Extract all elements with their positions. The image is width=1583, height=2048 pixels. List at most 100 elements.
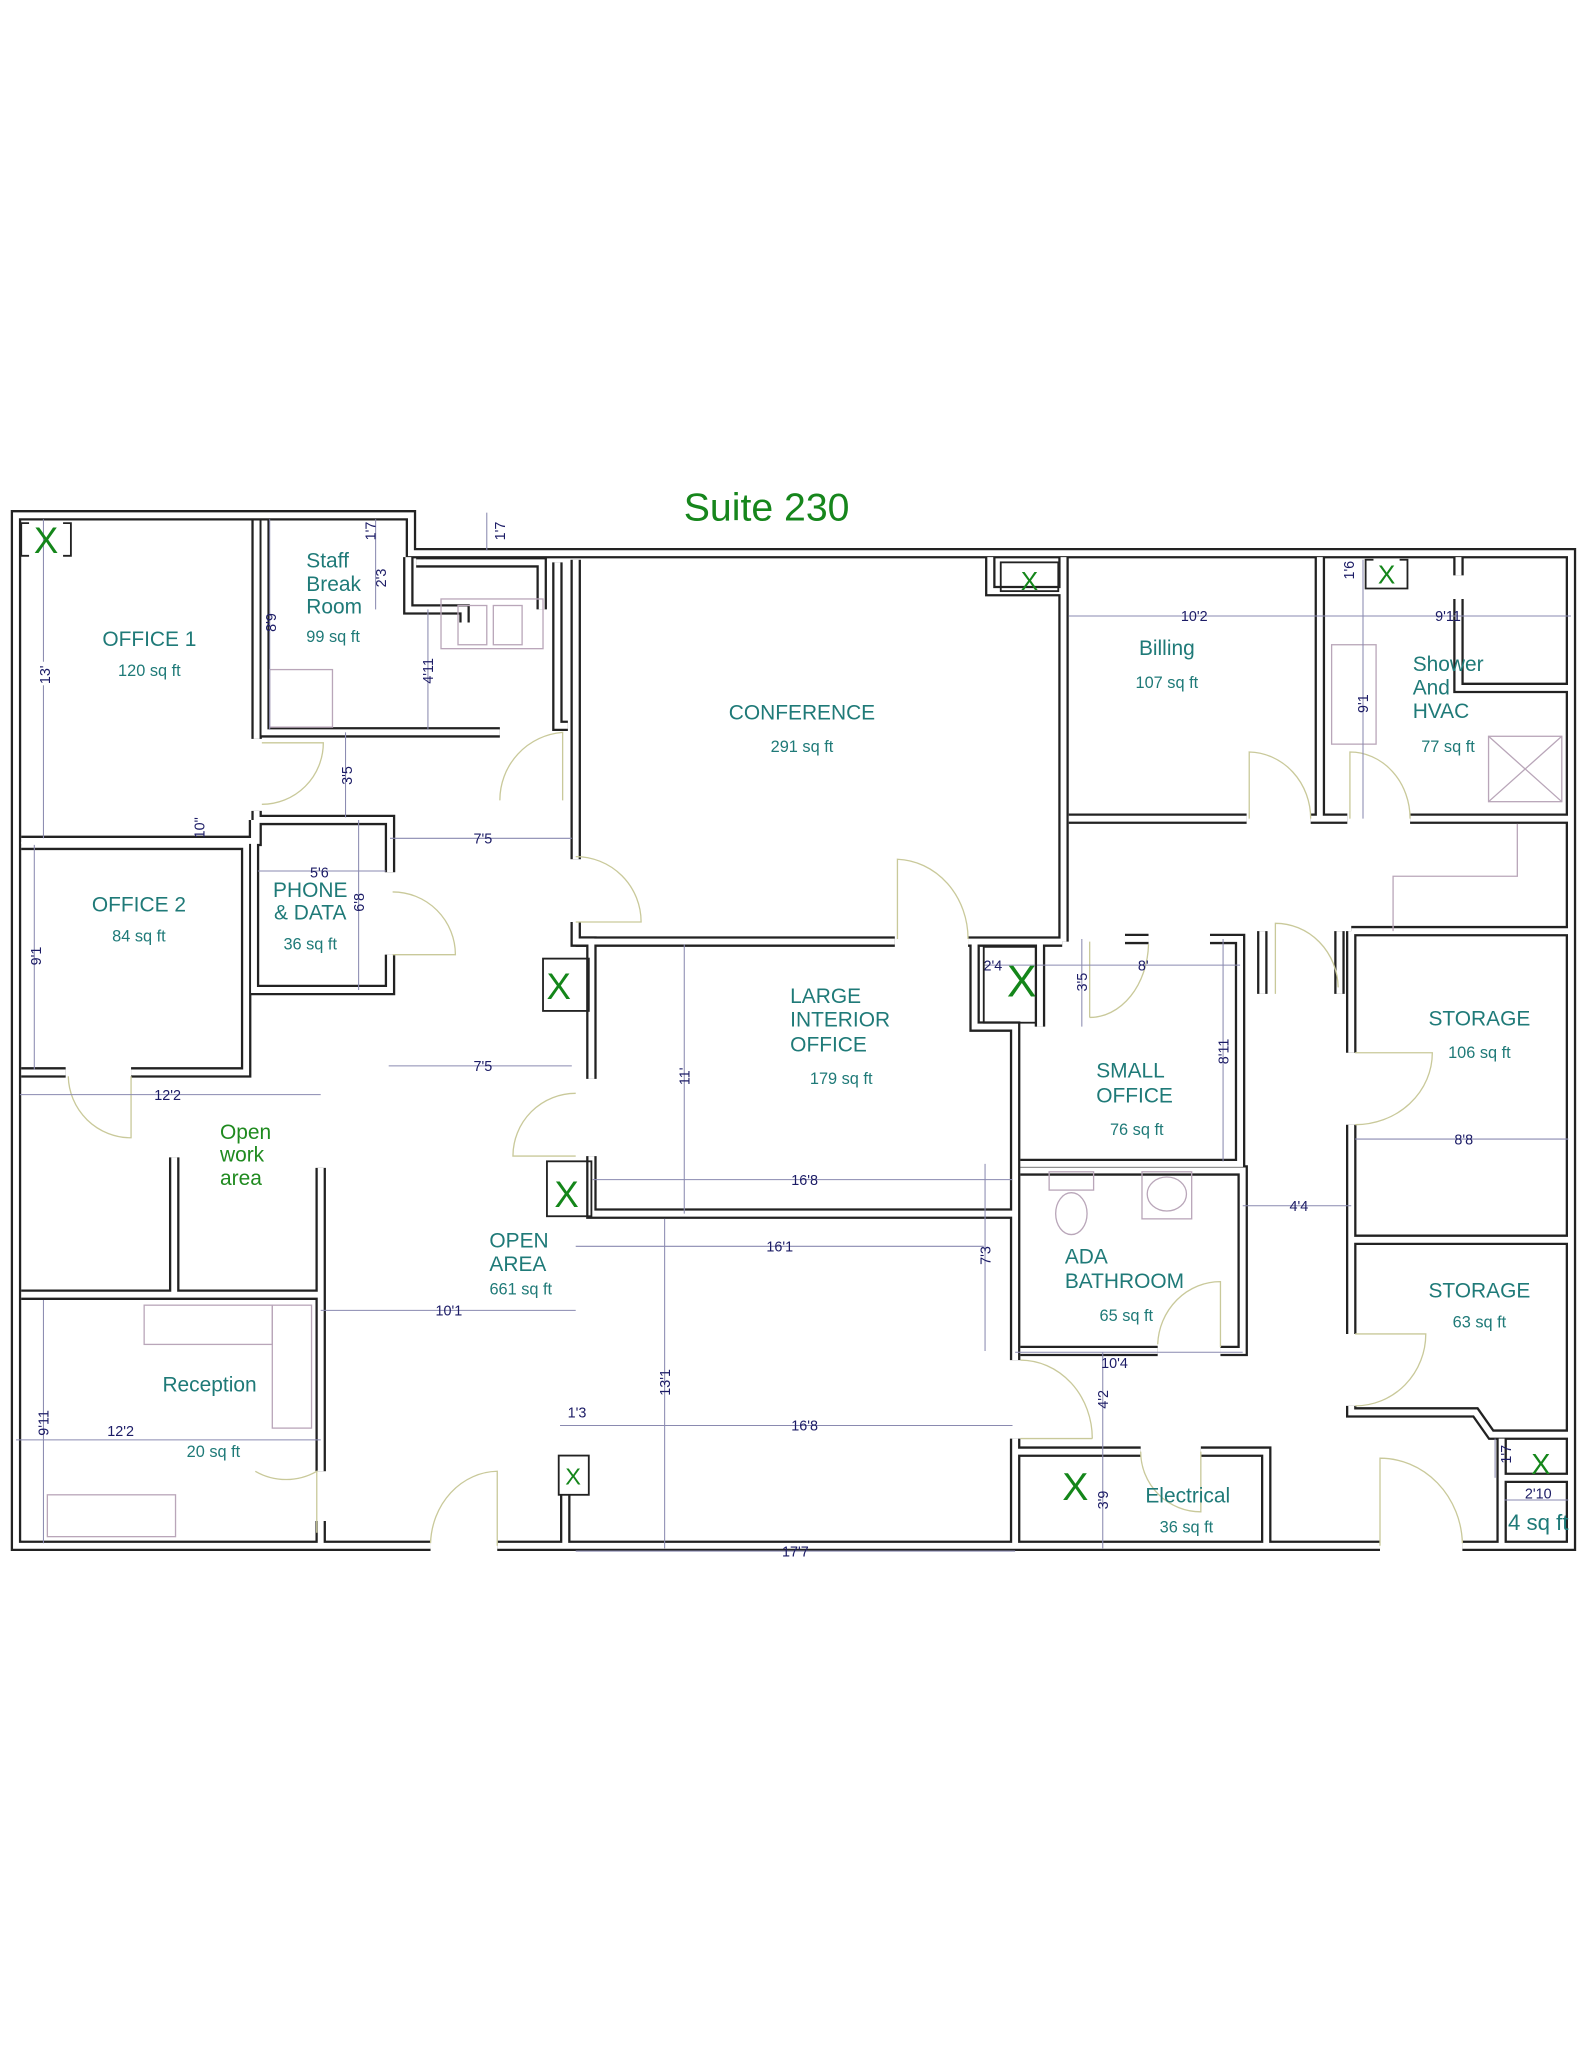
room-name: area <box>220 1167 262 1190</box>
room-name: And <box>1413 676 1450 699</box>
dimension-label: 1'6 <box>1342 561 1358 580</box>
dimension-labels: 1'7 1'7 2'3 8'9 13' 4'11 3'5 10" 7'5 5'6… <box>29 522 1552 1561</box>
dimension-label: 10" <box>192 817 208 838</box>
room-area: 4 sq ft <box>1508 1510 1569 1535</box>
room-labels: OFFICE 1 120 sq ft Staff Break Room 99 s… <box>92 550 1569 1537</box>
dimension-label: 9'11 <box>1435 609 1461 625</box>
door-swings <box>67 731 1464 1546</box>
dimension-label: 12'2 <box>107 1424 134 1440</box>
room-ada-bathroom: ADA BATHROOM 65 sq ft <box>1065 1245 1184 1325</box>
exit-marker-icon: X <box>1007 958 1037 1007</box>
room-name: OFFICE <box>1096 1084 1173 1107</box>
room-area: 179 sq ft <box>810 1070 873 1088</box>
dimension-label: 6'8 <box>352 893 368 912</box>
dimension-label: 1'7 <box>493 522 509 541</box>
room-area: 20 sq ft <box>187 1443 241 1461</box>
dimension-label: 16'8 <box>791 1173 818 1189</box>
room-name: Break <box>306 573 361 596</box>
room-name: & DATA <box>274 901 346 924</box>
room-reception: Reception 20 sq ft <box>162 1373 256 1460</box>
room-area: 63 sq ft <box>1453 1313 1507 1331</box>
room-name: OPEN <box>489 1230 548 1253</box>
room-name: PHONE <box>273 879 347 902</box>
dimension-label: 7'3 <box>978 1246 994 1265</box>
dimension-label: 16'8 <box>791 1419 818 1435</box>
dimension-label: 8'11 <box>1216 1039 1232 1065</box>
room-closet: 4 sq ft <box>1508 1510 1569 1535</box>
dimension-label: 13'1 <box>658 1369 674 1396</box>
room-name: OFFICE <box>790 1033 867 1056</box>
room-name: BATHROOM <box>1065 1270 1184 1293</box>
room-area: 84 sq ft <box>112 928 166 946</box>
room-name: OFFICE 2 <box>92 894 186 917</box>
room-area: 120 sq ft <box>118 662 181 680</box>
room-name: LARGE <box>790 985 861 1008</box>
room-name: OFFICE 1 <box>102 628 196 651</box>
room-conference: CONFERENCE 291 sq ft <box>729 701 875 756</box>
dimension-label: 17'7 <box>782 1544 809 1560</box>
room-area: 106 sq ft <box>1448 1044 1511 1062</box>
dimension-label: 1'3 <box>568 1406 587 1422</box>
exit-marker-icon: X <box>554 1174 578 1215</box>
room-area: 36 sq ft <box>1160 1519 1214 1537</box>
dimension-label: 7'5 <box>473 1059 492 1075</box>
exit-marker-icon: X <box>1531 1449 1550 1481</box>
room-area: 291 sq ft <box>771 738 834 756</box>
room-name: Staff <box>306 550 349 573</box>
room-name: STORAGE <box>1428 1007 1530 1030</box>
room-name: Reception <box>162 1373 256 1396</box>
dimension-label: 16'1 <box>766 1240 793 1256</box>
room-area: 661 sq ft <box>489 1281 552 1299</box>
room-name: INTERIOR <box>790 1009 890 1032</box>
room-name: Room <box>306 595 362 618</box>
dimension-label: 3'5 <box>340 766 356 785</box>
dimension-label: 8'9 <box>264 613 280 632</box>
room-name: Shower <box>1413 653 1484 676</box>
dimension-label-mask <box>39 661 56 686</box>
dimension-label: 10'4 <box>1101 1356 1128 1372</box>
room-office-2: OFFICE 2 84 sq ft <box>92 894 186 946</box>
room-name: CONFERENCE <box>729 701 875 724</box>
dimension-label: 5'6 <box>310 866 329 882</box>
exit-marker-icon: X <box>1062 1465 1088 1509</box>
room-large-interior-office: LARGE INTERIOR OFFICE 179 sq ft <box>790 985 890 1088</box>
room-staff-break-room: Staff Break Room 99 sq ft <box>306 550 362 647</box>
room-name: Open <box>220 1121 271 1144</box>
dimension-label: 2'10 <box>1525 1487 1552 1503</box>
exit-marker-icon: X <box>565 1463 581 1489</box>
dimension-label: 13' <box>38 665 54 684</box>
room-small-office: SMALL OFFICE 76 sq ft <box>1096 1060 1173 1140</box>
dimension-lines <box>15 512 1571 1552</box>
dimension-label: 12'2 <box>154 1088 181 1104</box>
dimension-label: 10'2 <box>1181 609 1208 625</box>
room-area: 77 sq ft <box>1421 738 1475 756</box>
room-area: 65 sq ft <box>1100 1307 1154 1325</box>
dimension-label: 1'7 <box>364 522 380 541</box>
exit-marker-icon: X <box>1378 559 1395 589</box>
room-electrical: Electrical 36 sq ft <box>1145 1485 1230 1537</box>
room-name: Electrical <box>1145 1485 1230 1508</box>
dimension-label: 9'1 <box>29 947 45 966</box>
exit-marker-icon: X <box>34 520 58 561</box>
room-name: SMALL <box>1096 1060 1165 1083</box>
room-phone-data: PHONE & DATA 36 sq ft <box>273 879 347 953</box>
room-area: 107 sq ft <box>1136 674 1199 692</box>
room-shower-hvac: Shower And HVAC 77 sq ft <box>1413 653 1484 756</box>
room-name: AREA <box>489 1253 546 1276</box>
dimension-label: 3'5 <box>1075 973 1091 992</box>
room-storage-1: STORAGE 106 sq ft <box>1428 1007 1530 1062</box>
room-name: ADA <box>1065 1245 1108 1268</box>
exit-marker-icon: X <box>547 966 571 1007</box>
dimension-label: 8'8 <box>1454 1132 1473 1148</box>
dimension-label: 11' <box>677 1067 693 1085</box>
room-area: 36 sq ft <box>283 935 337 953</box>
exit-marker-icon: X <box>1021 566 1038 596</box>
room-billing: Billing 107 sq ft <box>1136 637 1199 692</box>
room-storage-2: STORAGE 63 sq ft <box>1428 1279 1530 1331</box>
exit-markers: X X X X X X X X X <box>20 520 1550 1509</box>
room-name: HVAC <box>1413 700 1470 723</box>
room-open-work-area: Open work area <box>219 1121 271 1190</box>
room-office-1: OFFICE 1 120 sq ft <box>102 628 196 680</box>
dimension-label: 8' <box>1138 958 1149 974</box>
